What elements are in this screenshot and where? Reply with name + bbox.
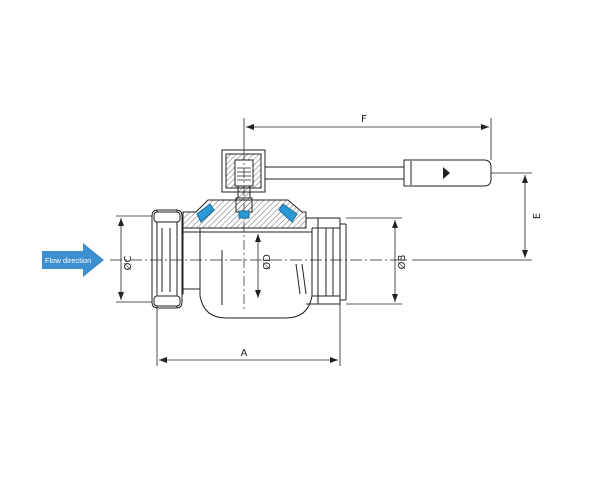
dimension-d-label: ØD: [261, 254, 273, 270]
dimension-e-label: E: [532, 213, 543, 219]
flow-arrow-shape: [42, 243, 104, 277]
dimension-e: E: [412, 172, 543, 261]
dimension-d: ØD: [255, 234, 273, 298]
seat-seal-right: [278, 203, 298, 223]
flow-direction-arrow: Flow direction: [42, 243, 104, 277]
dimension-c: ØC: [116, 215, 152, 303]
dimension-f-label: F: [361, 114, 367, 125]
dimension-b-label: ØB: [396, 254, 408, 269]
dimension-a-label: A: [241, 348, 248, 359]
valve-body-top: [182, 199, 307, 229]
valve-body: [182, 212, 347, 319]
dimension-b: ØB: [346, 217, 408, 305]
dimension-c-label: ØC: [122, 256, 134, 271]
seat-seal-left: [196, 203, 215, 223]
dimension-a: A: [156, 304, 341, 366]
handle-lever: [221, 149, 492, 199]
flow-direction-label: Flow direction: [45, 256, 91, 265]
left-union-nut: [151, 209, 183, 309]
dimension-f: F: [243, 114, 492, 160]
